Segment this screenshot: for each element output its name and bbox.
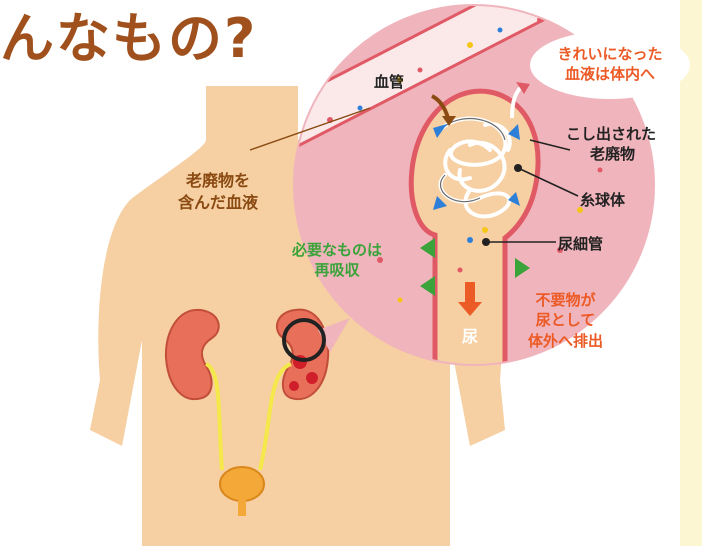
- bladder: [220, 467, 264, 501]
- reabsorb-label: 必要なものは 再吸収: [292, 240, 382, 281]
- clean-blood-label: きれいになった 血液は体内へ: [550, 44, 670, 85]
- excrete-label: 不要物が 尿として 体外へ排出: [528, 290, 603, 351]
- blood-vessel-label: 血管: [374, 72, 404, 92]
- page-title: んなもの?: [0, 0, 257, 73]
- filtered-waste-label: こし出された 老廃物: [566, 124, 656, 165]
- glomerulus-label: 糸球体: [580, 190, 625, 210]
- urine-label: 尿: [462, 326, 478, 348]
- renal-tubule-label: 尿細管: [558, 234, 603, 254]
- waste-blood-label: 老廃物を 含んだ血液: [178, 170, 258, 213]
